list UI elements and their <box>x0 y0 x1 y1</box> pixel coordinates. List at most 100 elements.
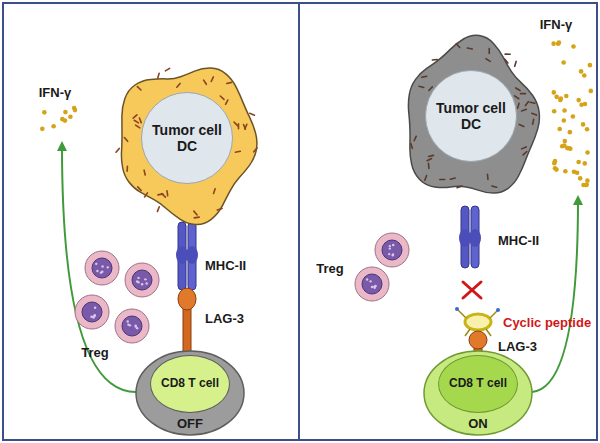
treg-cell <box>355 267 389 301</box>
granule <box>440 179 445 181</box>
granule <box>157 207 159 212</box>
mhc-ii-receptor <box>459 206 481 268</box>
cytokine-dot <box>552 161 557 166</box>
tumor-cell: Tumor cell DC <box>392 28 550 212</box>
cytokine-dot <box>563 169 568 174</box>
granule <box>144 170 145 175</box>
cytokine-dot <box>560 144 565 149</box>
granule <box>532 113 537 115</box>
granule <box>138 187 141 191</box>
granule <box>136 125 140 128</box>
cytokine-dot <box>552 109 557 114</box>
cell-membrane <box>424 351 532 435</box>
cytokine-dot <box>582 73 587 78</box>
granule <box>177 83 180 87</box>
state-label: OFF <box>135 416 245 431</box>
treg-cell <box>85 251 119 285</box>
cytokine-dot <box>553 166 558 171</box>
granule <box>515 96 519 99</box>
granule <box>137 87 141 90</box>
granule <box>116 148 119 152</box>
nucleus-label: Tumor cell DC <box>425 70 517 162</box>
granule <box>522 109 527 111</box>
cytokine-dot <box>562 108 567 113</box>
cytokine-dot <box>60 117 65 122</box>
cytokine-dot <box>581 122 586 127</box>
granule <box>235 151 240 153</box>
granule <box>245 124 247 129</box>
granule <box>227 82 232 83</box>
granule <box>414 136 416 141</box>
cytokine-dot <box>551 41 556 46</box>
panel-frame <box>3 3 597 440</box>
granule <box>220 96 224 99</box>
granule <box>522 147 527 149</box>
granule <box>488 49 490 54</box>
cytokine-dot <box>579 69 584 74</box>
cytokine-dot <box>559 96 564 101</box>
granule <box>194 211 197 215</box>
granule <box>505 53 510 55</box>
cell-membrane <box>136 351 244 435</box>
receptor-label: LAG-3 <box>205 311 244 326</box>
treg-cell <box>375 233 409 267</box>
granule <box>487 174 489 179</box>
granule <box>467 48 472 49</box>
granule <box>457 186 462 188</box>
panel-divider <box>298 3 300 440</box>
cytokine-dot <box>585 150 590 155</box>
granule <box>427 159 431 161</box>
granule <box>428 163 430 168</box>
granule <box>521 93 526 95</box>
cytokine-dot <box>568 146 573 151</box>
treg-cell <box>115 309 149 343</box>
cytokine-label: IFN-γ <box>540 17 573 32</box>
granule <box>419 86 424 87</box>
granule <box>226 100 228 104</box>
granule <box>525 102 528 106</box>
granule <box>126 166 128 171</box>
cell-membrane <box>408 35 539 193</box>
granule <box>486 59 490 62</box>
cytokine-dot <box>564 94 569 99</box>
granule <box>492 186 497 187</box>
cytokine-dot <box>554 95 559 100</box>
nucleus-label: Tumor cell DC <box>141 92 233 184</box>
granule <box>519 125 524 127</box>
cytokine-dot <box>568 130 573 135</box>
t-cell: CD8 T cellON <box>423 350 533 436</box>
granule <box>134 120 138 123</box>
granule <box>139 118 141 123</box>
treg-cells <box>75 233 409 343</box>
granule <box>204 80 207 84</box>
cytokine-dot <box>571 44 576 49</box>
cytokine-dot <box>562 139 567 144</box>
cytokine-dot <box>583 183 588 188</box>
cytokine-dot <box>588 63 593 68</box>
granule <box>533 119 534 124</box>
cytokine-dot <box>576 160 581 165</box>
cytokine-dot <box>40 127 45 132</box>
cytokine-dot <box>561 60 566 65</box>
secretion-arrow <box>532 200 578 392</box>
cytokine-label: IFN-γ <box>39 85 72 100</box>
lag-3-receptor <box>178 288 196 354</box>
granule <box>158 73 159 78</box>
receptor-label: MHC-II <box>498 233 539 248</box>
cytokine-dot <box>42 110 47 115</box>
treg-cell <box>75 295 109 329</box>
cytokine-dot <box>589 89 594 94</box>
granule <box>516 88 520 91</box>
granule <box>194 216 199 218</box>
cytokine-dot <box>582 161 587 166</box>
granule <box>162 194 166 197</box>
cytokine-dot <box>63 110 68 115</box>
cytokine-dot <box>585 127 590 132</box>
granule <box>133 115 137 118</box>
receptor-label: LAG-3 <box>498 339 537 354</box>
cytokine-dot <box>585 178 590 183</box>
granule <box>217 209 222 210</box>
granule <box>211 77 213 82</box>
granule <box>456 44 459 48</box>
granule <box>214 189 216 194</box>
